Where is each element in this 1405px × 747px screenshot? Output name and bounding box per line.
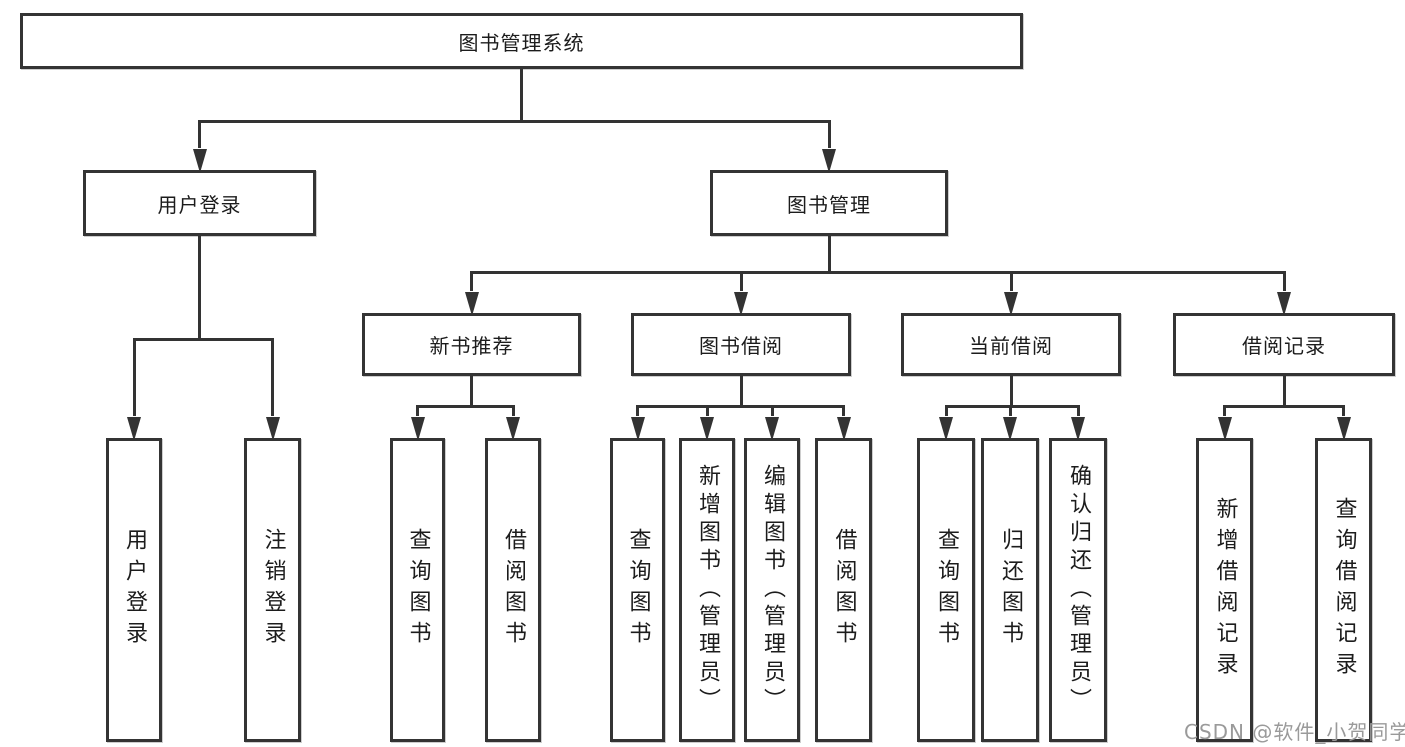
node-leaf-cb-query: 查询图书 bbox=[917, 438, 975, 742]
connector-line bbox=[944, 405, 948, 416]
arrowhead-icon bbox=[192, 149, 207, 173]
connector-line bbox=[198, 120, 201, 148]
connector-line bbox=[198, 120, 831, 123]
connector-line bbox=[1342, 405, 1345, 416]
arrowhead-icon bbox=[836, 417, 851, 441]
node-label: 借阅图书 bbox=[501, 528, 526, 652]
node-user-login: 用户登录 bbox=[83, 170, 316, 236]
connector-line bbox=[132, 338, 274, 341]
node-label: 图书管理系统 bbox=[458, 30, 585, 55]
connector-line bbox=[470, 376, 473, 408]
node-label: 图书管理 bbox=[787, 192, 871, 217]
node-label: 查询图书 bbox=[934, 528, 959, 652]
connector-line bbox=[416, 405, 515, 408]
connector-line bbox=[827, 236, 831, 274]
connector-line bbox=[944, 405, 1080, 408]
arrowhead-icon bbox=[765, 417, 779, 441]
connector-line bbox=[520, 69, 523, 123]
arrowhead-icon bbox=[939, 417, 953, 441]
arrowhead-icon bbox=[734, 292, 748, 316]
node-current-borrow: 当前借阅 bbox=[901, 313, 1121, 376]
connector-line bbox=[1223, 405, 1345, 408]
node-book-borrow: 图书借阅 bbox=[631, 313, 851, 376]
node-label: 注销登录 bbox=[260, 528, 286, 652]
node-label: 用户登录 bbox=[122, 528, 147, 652]
connector-line bbox=[1223, 405, 1226, 416]
node-leaf-br-add: 新增借阅记录 bbox=[1196, 438, 1253, 742]
connector-line bbox=[636, 405, 845, 408]
connector-line bbox=[739, 271, 743, 291]
watermark: CSDN @软件_小贺同学 bbox=[1184, 720, 1405, 744]
connector-line bbox=[1008, 405, 1012, 416]
node-leaf-br-query: 查询借阅记录 bbox=[1315, 438, 1372, 742]
connector-line bbox=[271, 338, 274, 416]
connector-line bbox=[511, 405, 515, 416]
arrowhead-icon bbox=[1004, 292, 1018, 316]
node-label: 编辑图书（管理员） bbox=[760, 464, 785, 716]
connector-line bbox=[470, 271, 473, 291]
connector-line bbox=[1076, 405, 1080, 416]
node-leaf-bb-add: 新增图书（管理员） bbox=[679, 438, 735, 742]
arrowhead-icon bbox=[464, 292, 479, 316]
arrowhead-icon bbox=[822, 149, 836, 173]
arrowhead-icon bbox=[1336, 417, 1351, 441]
node-label: 查询借阅记录 bbox=[1331, 497, 1357, 683]
arrowhead-icon bbox=[1071, 417, 1085, 441]
node-label: 查询图书 bbox=[405, 528, 431, 652]
node-label: 图书借阅 bbox=[699, 334, 783, 358]
node-leaf-logout: 注销登录 bbox=[244, 438, 301, 742]
node-label: 确认归还（管理员） bbox=[1066, 464, 1091, 716]
arrowhead-icon bbox=[700, 417, 714, 441]
node-label: 归还图书 bbox=[998, 528, 1023, 652]
connector-line bbox=[827, 120, 831, 148]
node-leaf-rec-borrow: 借阅图书 bbox=[485, 438, 541, 742]
node-borrow-records: 借阅记录 bbox=[1173, 313, 1395, 376]
node-leaf-login: 用户登录 bbox=[106, 438, 162, 742]
node-leaf-bb-query: 查询图书 bbox=[610, 438, 665, 742]
arrowhead-icon bbox=[410, 417, 425, 441]
arrowhead-icon bbox=[506, 417, 520, 441]
connector-line bbox=[198, 236, 201, 341]
arrowhead-icon bbox=[265, 417, 280, 441]
node-leaf-bb-borrow: 借阅图书 bbox=[815, 438, 872, 742]
arrowhead-icon bbox=[630, 417, 645, 441]
node-label: 当前借阅 bbox=[969, 334, 1053, 358]
node-label: 新书推荐 bbox=[429, 334, 514, 358]
node-leaf-bb-edit: 编辑图书（管理员） bbox=[744, 438, 800, 742]
connector-line bbox=[705, 405, 709, 416]
node-leaf-rec-query: 查询图书 bbox=[390, 438, 445, 742]
connector-line bbox=[636, 405, 639, 416]
node-label: 用户登录 bbox=[157, 192, 242, 217]
connector-line bbox=[1282, 271, 1286, 291]
arrowhead-icon bbox=[1003, 417, 1017, 441]
node-leaf-cb-confirm: 确认归还（管理员） bbox=[1049, 438, 1107, 742]
node-label: 查询图书 bbox=[625, 528, 651, 652]
arrowhead-icon bbox=[127, 417, 141, 441]
node-leaf-cb-return: 归还图书 bbox=[981, 438, 1039, 742]
connector-line bbox=[470, 271, 1286, 274]
arrowhead-icon bbox=[1217, 417, 1232, 441]
connector-line bbox=[132, 338, 136, 416]
connector-line bbox=[1009, 376, 1013, 408]
node-book-mgmt: 图书管理 bbox=[710, 170, 948, 236]
connector-line bbox=[770, 405, 774, 416]
connector-line bbox=[1009, 271, 1013, 291]
node-label: 借阅记录 bbox=[1242, 334, 1326, 358]
node-root: 图书管理系统 bbox=[20, 13, 1023, 69]
connector-line bbox=[842, 405, 845, 416]
node-label: 借阅图书 bbox=[831, 528, 857, 652]
connector-line bbox=[739, 376, 743, 408]
arrowhead-icon bbox=[1277, 292, 1291, 316]
connector-line bbox=[1282, 376, 1286, 408]
node-label: 新增图书（管理员） bbox=[695, 464, 720, 716]
connector-line bbox=[416, 405, 419, 416]
node-new-book-rec: 新书推荐 bbox=[362, 313, 581, 376]
node-label: 新增借阅记录 bbox=[1212, 497, 1238, 683]
